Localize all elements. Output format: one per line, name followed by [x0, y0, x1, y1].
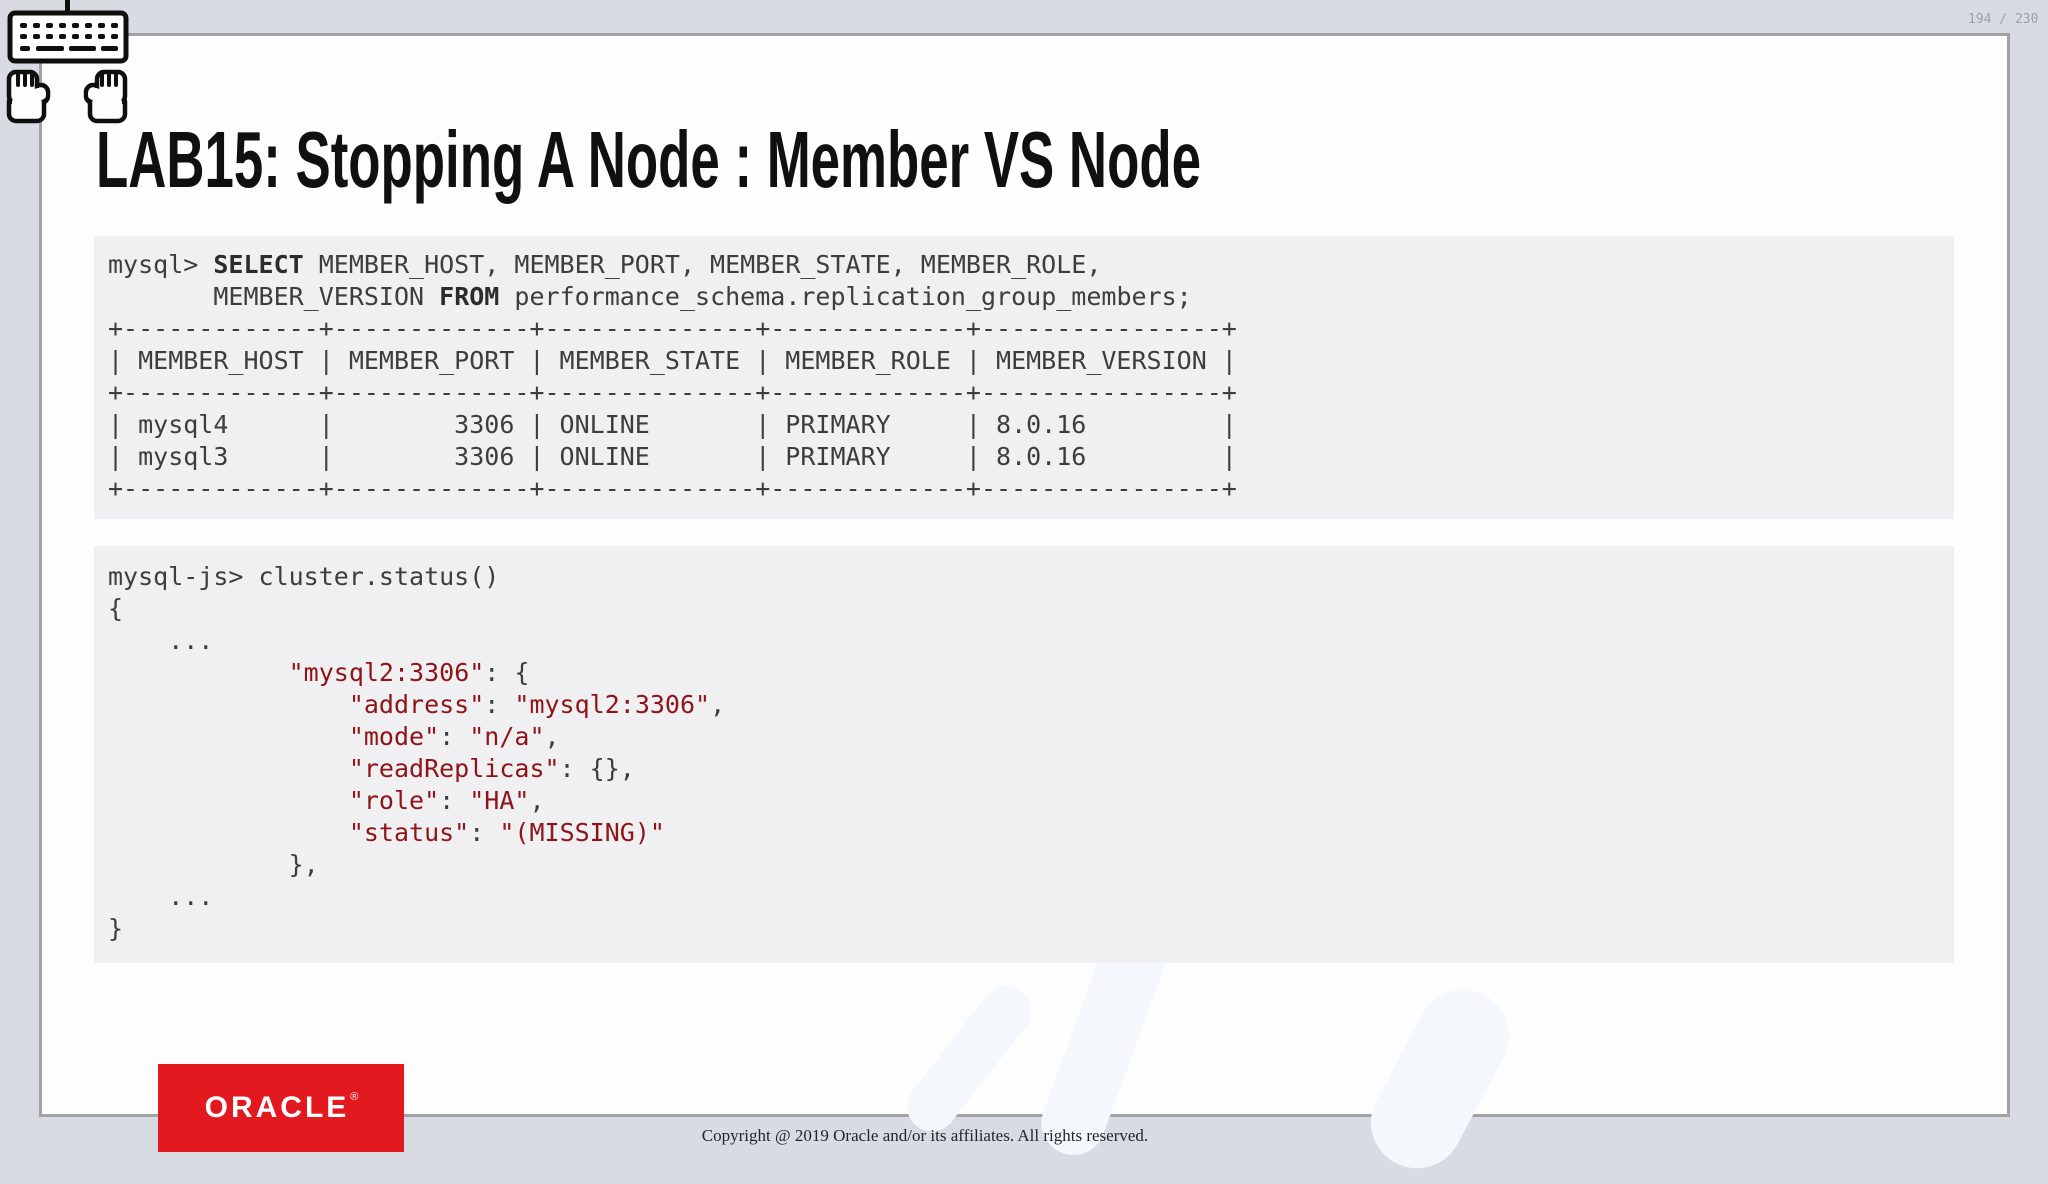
hand-icon-right: [82, 69, 128, 125]
code-line: "status": "(MISSING)": [348, 818, 665, 847]
hand-icon-left: [6, 69, 52, 125]
code-line: | mysql3 | 3306 | ONLINE | PRIMARY | 8.0…: [108, 442, 1237, 471]
code-block-cluster-status: mysql-js> cluster.status() { ... "mysql2:…: [94, 546, 1954, 963]
code-line: }: [108, 914, 124, 943]
code-line: "address": "mysql2:3306",: [348, 690, 726, 719]
code-line: mysql-js> cluster.status(): [108, 562, 500, 591]
watermark-ribbon: [1354, 973, 1526, 1184]
code-line: },: [108, 850, 319, 879]
code-line: mysql> SELECT MEMBER_HOST, MEMBER_PORT, …: [108, 250, 1102, 279]
code-line: | mysql4 | 3306 | ONLINE | PRIMARY | 8.0…: [108, 410, 1237, 439]
code-line: "mode": "n/a",: [348, 722, 560, 751]
watermark-ribbon: [896, 976, 1042, 1142]
code-line: "mysql2:3306": {: [288, 658, 530, 687]
code-line: +-------------+-------------+-----------…: [108, 378, 1237, 407]
oracle-wordmark: ORACLE: [204, 1091, 350, 1124]
code-line: ...: [108, 626, 214, 655]
code-line: ...: [108, 882, 214, 911]
code-line: +-------------+-------------+-----------…: [108, 314, 1237, 343]
keyboard-icon: [7, 0, 129, 64]
code-line: "readReplicas": {},: [348, 754, 635, 783]
code-line: +-------------+-------------+-----------…: [108, 474, 1237, 503]
code-line: MEMBER_VERSION FROM performance_schema.r…: [108, 282, 1192, 311]
code-line: {: [108, 594, 124, 623]
code-line: "role": "HA",: [348, 786, 545, 815]
slide-title: LAB15: Stopping A Node : Member VS Node: [96, 115, 1201, 204]
copyright-line: Copyright @ 2019 Oracle and/or its affil…: [701, 1126, 1149, 1145]
code-line: | MEMBER_HOST | MEMBER_PORT | MEMBER_STA…: [108, 346, 1237, 375]
oracle-logo: ORACLE ®: [158, 1064, 404, 1152]
code-block-sql-query: mysql> SELECT MEMBER_HOST, MEMBER_PORT, …: [94, 236, 1954, 519]
page-counter: 194 / 230: [1968, 12, 2039, 27]
registered-trademark-icon: ®: [350, 1090, 359, 1103]
